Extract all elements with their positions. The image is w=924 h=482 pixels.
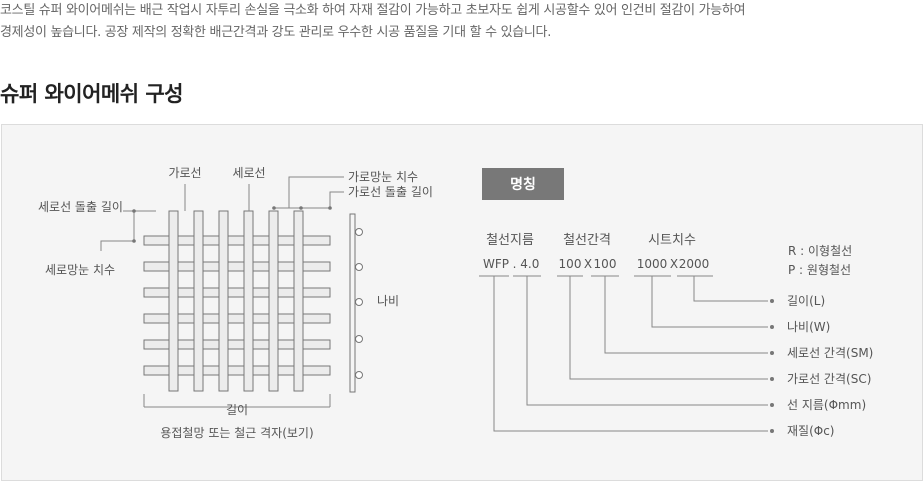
val-spacing-x: X (584, 257, 592, 271)
horizontal-bar (143, 235, 331, 246)
val-sheet-b: 2000 (679, 257, 710, 271)
col-diameter: 철선지름 (486, 233, 534, 248)
vertical-bar (193, 210, 204, 392)
intro-line-2: 경제성이 높습니다. 공장 제작의 정확한 배근간격과 강도 관리로 우수한 시… (0, 25, 552, 40)
val-diameter: . 4.0 (513, 257, 540, 271)
horizontal-bar (143, 261, 331, 272)
spec-badge (482, 168, 564, 200)
horizontal-bar (143, 339, 331, 350)
vertical-bar (293, 210, 304, 392)
horizontal-bar (143, 313, 331, 324)
label-v-mesh-size: 세로망눈 치수 (45, 263, 115, 277)
legend-wire-diameter: 선 지름(Φmm) (787, 398, 866, 412)
legend-width: 나비(W) (787, 320, 830, 334)
vertical-bar (243, 210, 254, 392)
type-p: P : 원형철선 (788, 263, 851, 277)
legend-length: 길이(L) (787, 294, 825, 308)
label-vertical-bar: 세로선 (232, 166, 265, 180)
mesh-diagram-panel: 가로선 세로선 가로망눈 치수 가로선 돌출 길이 세로선 돌출 길이 세로망눈… (1, 124, 923, 481)
intro-line-1: 코스틸 슈퍼 와이어메쉬는 배근 작업시 자투리 손실을 극소화 하여 자재 절… (0, 3, 746, 18)
label-v-overhang: 세로선 돌출 길이 (38, 200, 123, 214)
legend-material: 재질(Φc) (787, 424, 835, 438)
col-spacing: 철선간격 (563, 233, 611, 248)
vertical-bar (268, 210, 279, 392)
width-bracket (349, 213, 356, 393)
vertical-bar (218, 210, 229, 392)
type-r: R : 이형철선 (788, 244, 852, 258)
horizontal-bars (143, 235, 331, 376)
vertical-bar (168, 210, 179, 392)
val-sheet-a: 1000 (637, 257, 668, 271)
val-prefix: WFP (483, 257, 509, 271)
label-horizontal-bar: 가로선 (168, 166, 201, 180)
label-length: 길이 (226, 403, 248, 417)
val-sheet-x: X (670, 257, 678, 271)
section-title: 슈퍼 와이어메쉬 구성 (0, 82, 184, 106)
vertical-bars (168, 210, 304, 392)
horizontal-bar (143, 365, 331, 376)
val-spacing-a: 100 (559, 257, 582, 271)
label-h-overhang: 가로선 돌출 길이 (348, 185, 433, 199)
col-sheet: 시트치수 (648, 233, 696, 248)
label-h-mesh-size: 가로망눈 치수 (348, 170, 418, 184)
intro-text: 코스틸 슈퍼 와이어메쉬는 배근 작업시 자투리 손실을 극소화 하여 자재 절… (0, 0, 924, 44)
label-width: 나비 (377, 294, 399, 308)
legend-horizontal-spacing: 가로선 간격(SC) (787, 372, 871, 386)
spec-badge-label: 명칭 (510, 176, 536, 193)
horizontal-bar (143, 287, 331, 298)
mesh-diagram: 가로선 세로선 가로망눈 치수 가로선 돌출 길이 세로선 돌출 길이 세로망눈… (38, 166, 873, 440)
diagram-caption: 용접철망 또는 철근 격자(보기) (160, 426, 313, 440)
legend-vertical-spacing: 세로선 간격(SM) (787, 346, 873, 360)
val-spacing-b: 100 (594, 257, 617, 271)
